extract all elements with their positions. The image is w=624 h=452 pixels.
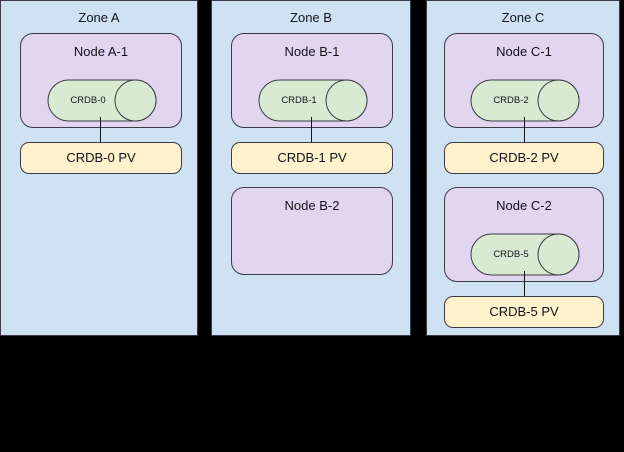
pv-crdb-1: CRDB-1 PV — [231, 142, 393, 174]
node-b-1-title: Node B-1 — [284, 44, 340, 59]
pv-crdb-5: CRDB-5 PV — [444, 296, 604, 328]
pv-crdb-2: CRDB-2 PV — [444, 142, 604, 174]
pv-crdb-2-label: CRDB-2 PV — [489, 150, 559, 165]
pod-crdb-0: CRDB-0 — [47, 79, 157, 122]
node-c-1: Node C-1 CRDB-2 — [444, 33, 604, 128]
zone-a: Zone A Node A-1 CRDB-0 CRDB-0 PV — [0, 0, 198, 336]
zone-b-title: Zone B — [290, 10, 332, 25]
link-node-c-2-to-crdb-5-pv — [524, 271, 525, 297]
node-a-1: Node A-1 CRDB-0 — [20, 33, 182, 128]
link-node-b-1-to-crdb-1-pv — [311, 117, 312, 143]
zone-a-title: Zone A — [78, 10, 120, 25]
pod-crdb-1: CRDB-1 — [258, 79, 368, 122]
node-b-2-title: Node B-2 — [284, 198, 340, 213]
zone-c: Zone C Node C-1 CRDB-2 CRDB-2 PV Node C-… — [426, 0, 620, 336]
node-c-1-title: Node C-1 — [496, 44, 552, 59]
pod-crdb-2: CRDB-2 — [470, 79, 580, 122]
pv-crdb-0-label: CRDB-0 PV — [66, 150, 136, 165]
node-a-1-title: Node A-1 — [73, 44, 129, 59]
link-node-a-1-to-crdb-0-pv — [100, 117, 101, 143]
node-b-2: Node B-2 — [231, 187, 393, 275]
node-c-2: Node C-2 CRDB-5 — [444, 187, 604, 282]
node-c-2-title: Node C-2 — [496, 198, 552, 213]
pv-crdb-1-label: CRDB-1 PV — [277, 150, 347, 165]
node-b-1: Node B-1 CRDB-1 — [231, 33, 393, 128]
zone-c-title: Zone C — [501, 10, 545, 25]
zone-b: Zone B Node B-1 CRDB-1 CRDB-1 PV Node B-… — [211, 0, 411, 336]
pv-crdb-5-label: CRDB-5 PV — [489, 304, 559, 319]
pv-crdb-0: CRDB-0 PV — [20, 142, 182, 174]
link-node-c-1-to-crdb-2-pv — [524, 117, 525, 143]
pod-crdb-5: CRDB-5 — [470, 233, 580, 276]
